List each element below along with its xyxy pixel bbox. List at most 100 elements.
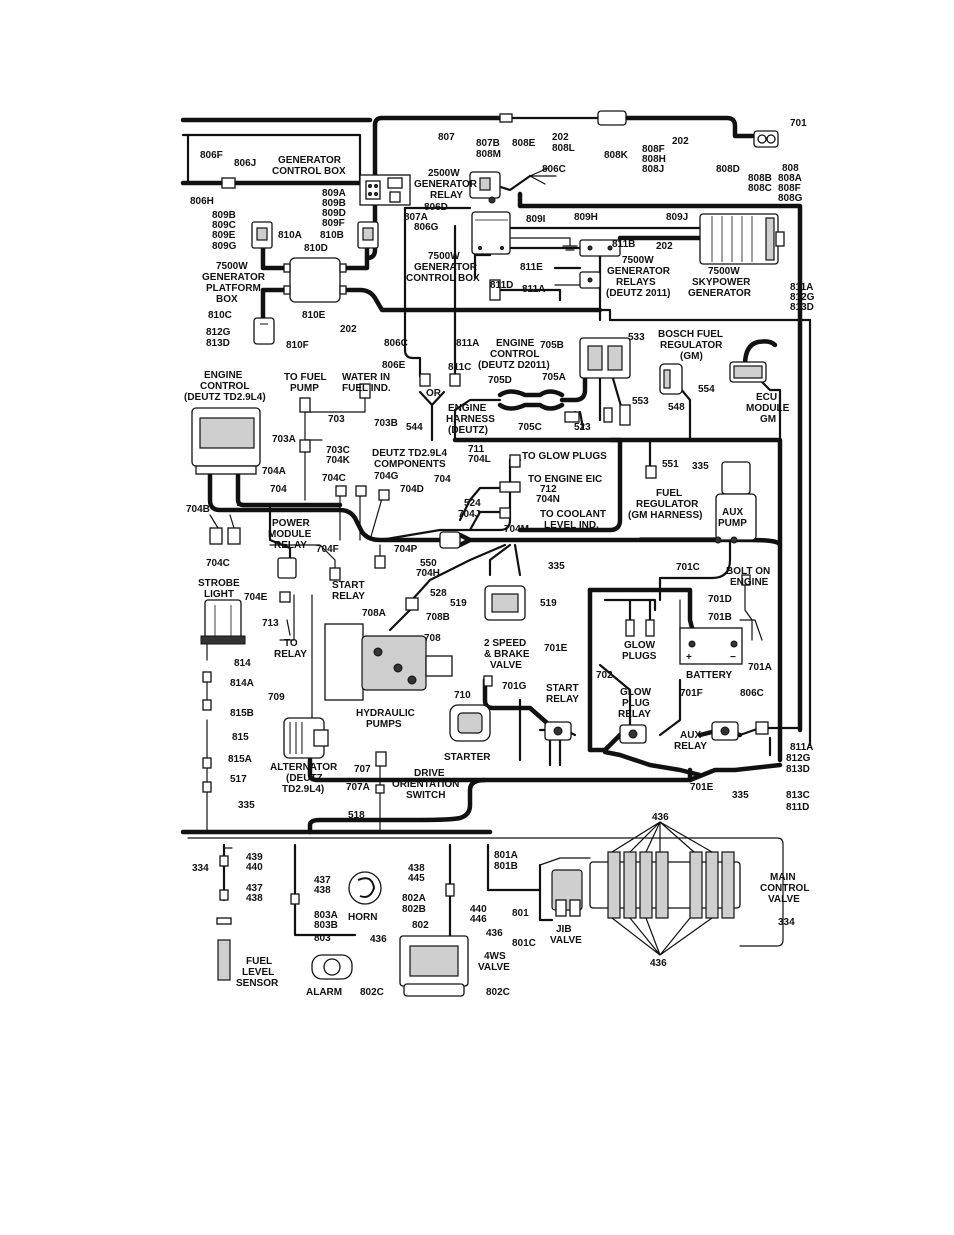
label-704a: 704A <box>262 466 286 477</box>
label-551: 551 <box>662 459 679 470</box>
label-811a-b: 811A <box>790 742 813 753</box>
label-517: 517 <box>230 774 247 785</box>
label-436-bot: 436 <box>650 958 667 969</box>
fws-2: VALVE <box>478 962 510 973</box>
label-806c-r: 806C <box>740 688 764 699</box>
label-707a: 707A <box>346 782 370 793</box>
label-713: 713 <box>262 618 279 629</box>
label-334-right: 334 <box>778 917 795 928</box>
label-436-top: 436 <box>652 812 669 823</box>
fuel-level-sensor <box>216 855 232 981</box>
ec-d2011-2: CONTROL <box>490 349 539 360</box>
connector-704c-right <box>227 527 241 545</box>
sbv-1: 2 SPEED <box>484 638 526 649</box>
label-811d-top: 811D <box>490 280 513 291</box>
alarm <box>311 954 353 980</box>
label-809d: 809D <box>322 208 346 219</box>
label-704j: 704J <box>458 509 480 520</box>
ec-d2011-1: ENGINE <box>496 338 535 349</box>
label-808k: 808K <box>604 150 629 161</box>
label-809c: 809C <box>212 220 236 231</box>
label-810a: 810A <box>278 230 302 241</box>
label-335-b: 335 <box>548 561 565 572</box>
label-802a: 802A <box>402 893 426 904</box>
horn <box>348 871 382 905</box>
bosch-2: REGULATOR <box>660 340 723 351</box>
connector-704c <box>335 485 347 497</box>
label-704: 704 <box>434 474 451 485</box>
label-440-left: 440 <box>246 862 263 873</box>
label-704l: 704L <box>468 454 491 465</box>
label-813d-b: 813D <box>786 764 810 775</box>
label-809a: 809A <box>322 188 346 199</box>
fls-3: SENSOR <box>236 978 279 989</box>
label-801a: 801A <box>494 850 518 861</box>
battery-label: BATTERY <box>686 670 732 681</box>
sr2-1: START <box>546 683 579 694</box>
label-704g: 704G <box>374 471 399 482</box>
label-436-b: 436 <box>486 928 503 939</box>
bosch-fuel-regulator <box>659 363 683 395</box>
eh-1: ENGINE <box>448 403 487 414</box>
label-701c: 701C <box>676 562 700 573</box>
label-806e: 806E <box>382 360 406 371</box>
label-810d: 810D <box>304 243 328 254</box>
jib-valve <box>551 869 583 917</box>
engine-control-d2011 <box>579 337 631 379</box>
glow-plugs <box>625 619 655 637</box>
label-702: 702 <box>596 670 613 681</box>
label-801b: 801B <box>494 861 518 872</box>
strobe-1: STROBE <box>198 578 240 589</box>
gpr-2: PLUG <box>622 698 650 709</box>
connector-815b <box>202 699 212 711</box>
relays7500-3: RELAYS <box>616 277 656 288</box>
tor-1: TO <box>284 638 298 649</box>
gcb7500-1: 7500W <box>428 251 460 262</box>
engine-control-td29 <box>191 407 261 475</box>
label-703a: 703A <box>272 434 296 445</box>
label-703b: 703B <box>374 418 398 429</box>
label-335-c: 335 <box>732 790 749 801</box>
label-807b: 807B <box>476 138 500 149</box>
generator-control-box-7500w <box>471 211 511 255</box>
to-glow-plugs: TO GLOW PLUGS <box>522 451 607 462</box>
fls-2: LEVEL <box>242 967 274 978</box>
ecu-1: ECU <box>756 392 777 403</box>
label-806d: 806D <box>424 202 448 213</box>
label-437-a: 437 <box>246 883 263 894</box>
label-811c: 811C <box>448 362 471 373</box>
connector-start-relay <box>329 567 341 581</box>
label-708: 708 <box>424 633 441 644</box>
sr-2: RELAY <box>332 591 365 602</box>
label-809g: 809G <box>212 241 237 252</box>
label-811d-b: 811D <box>786 802 809 813</box>
label-809b: 809B <box>322 198 346 209</box>
label-808c: 808C <box>748 183 772 194</box>
label-438-b: 438 <box>314 885 331 896</box>
fws-1: 4WS <box>484 951 506 962</box>
relay-2500-1: 2500W <box>428 168 460 179</box>
connector-703c <box>299 439 311 453</box>
battery <box>679 627 743 665</box>
label-705d: 705D <box>488 375 512 386</box>
label-519-a: 519 <box>450 598 467 609</box>
label-802c-left: 802C <box>360 987 384 998</box>
alt-3: TD2.9L4) <box>282 784 324 795</box>
label-528: 528 <box>430 588 447 599</box>
label-806g: 806G <box>414 222 439 233</box>
label-701b: 701B <box>708 612 732 623</box>
aux-relay <box>711 721 739 741</box>
plat-2: GENERATOR <box>202 272 266 283</box>
label-806c-top: 806C <box>542 164 566 175</box>
relay-2500-3: RELAY <box>430 190 463 201</box>
connector-711 <box>509 454 521 468</box>
label-438-c: 438 <box>408 863 425 874</box>
label-544: 544 <box>406 422 423 433</box>
label-202-b: 202 <box>672 136 689 147</box>
label-810c: 810C <box>208 310 232 321</box>
label-802: 802 <box>412 920 429 931</box>
platform-switch-right <box>357 221 379 249</box>
sr-1: START <box>332 580 365 591</box>
label-808g: 808G <box>778 193 803 204</box>
